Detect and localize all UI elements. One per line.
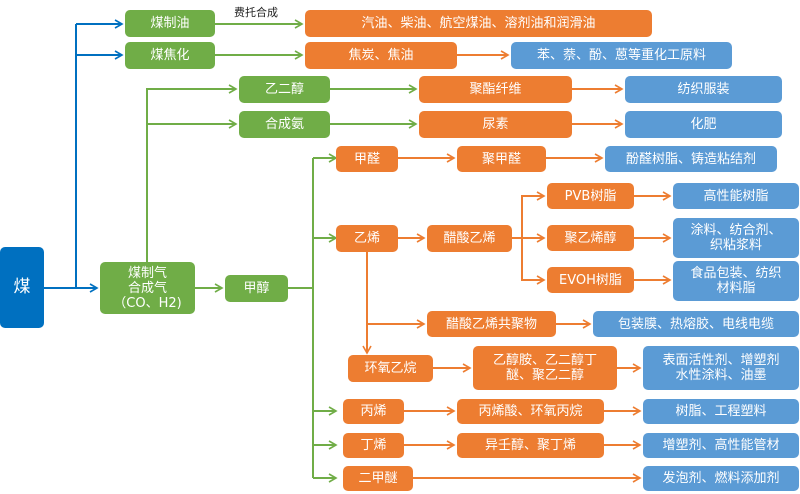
node-plasticizer[interactable]: 增塑剂、高性能管材 xyxy=(643,433,799,458)
node-fuels[interactable]: 汽油、柴油、航空煤油、溶剂油和润滑油 xyxy=(305,10,652,37)
node-urea[interactable]: 尿素 xyxy=(419,111,572,138)
node-heavy-chemicals[interactable]: 苯、萘、酚、蒽等重化工原料 xyxy=(511,42,732,69)
node-butene[interactable]: 丁烯 xyxy=(343,433,404,458)
node-ethylene[interactable]: 乙烯 xyxy=(336,225,398,252)
node-pvb[interactable]: PVB树脂 xyxy=(547,183,634,209)
edge-coal-trunk xyxy=(44,24,77,289)
node-surfactant[interactable]: 表面活性剂、增塑剂 水性涂料、油墨 xyxy=(643,346,799,390)
node-coal-to-oil[interactable]: 煤制油 xyxy=(125,10,215,37)
node-ammonia[interactable]: 合成氨 xyxy=(239,111,330,138)
node-propylene[interactable]: 丙烯 xyxy=(343,399,404,424)
node-formaldehyde[interactable]: 甲醛 xyxy=(336,146,398,172)
node-methanol[interactable]: 甲醇 xyxy=(225,275,288,302)
node-acrylic[interactable]: 丙烯酸、环氧丙烷 xyxy=(457,399,604,424)
node-fertilizer[interactable]: 化肥 xyxy=(625,111,782,138)
node-pva[interactable]: 聚乙烯醇 xyxy=(547,225,634,251)
node-foaming[interactable]: 发泡剂、燃料添加剂 xyxy=(643,466,799,491)
node-polyformaldehyde[interactable]: 聚甲醛 xyxy=(457,146,546,172)
edge-syngas-trunk xyxy=(146,84,238,262)
node-coal[interactable]: 煤 xyxy=(0,247,44,328)
node-hp-resin[interactable]: 高性能树脂 xyxy=(673,183,799,209)
node-coatings[interactable]: 涂料、纺合剂、 织粘浆料 xyxy=(673,218,799,258)
node-phenolic[interactable]: 酚醛树脂、铸造粘结剂 xyxy=(605,146,777,172)
node-ethanolamine[interactable]: 乙醇胺、乙二醇丁 醚、聚乙二醇 xyxy=(473,346,617,390)
node-syngas[interactable]: 煤制气 合成气 （CO、H2) xyxy=(100,262,195,314)
node-coke-tar[interactable]: 焦炭、焦油 xyxy=(305,42,457,69)
node-coking[interactable]: 煤焦化 xyxy=(125,42,215,69)
edge-va-trunk xyxy=(512,191,546,239)
node-isononanol[interactable]: 异壬醇、聚丁烯 xyxy=(457,433,604,458)
node-dme[interactable]: 二甲醚 xyxy=(343,466,413,491)
node-resin-plastic[interactable]: 树脂、工程塑料 xyxy=(643,399,799,424)
node-ethylene-glycol[interactable]: 乙二醇 xyxy=(239,76,330,103)
node-evoh[interactable]: EVOH树脂 xyxy=(547,267,634,293)
node-food-packaging[interactable]: 食品包装、纺织 材料脂 xyxy=(673,261,799,301)
node-va-copolymer[interactable]: 醋酸乙烯共聚物 xyxy=(427,311,556,337)
node-vinyl-acetate[interactable]: 醋酸乙烯 xyxy=(427,225,512,252)
node-textile[interactable]: 纺织服装 xyxy=(625,76,782,103)
node-polyester[interactable]: 聚酯纤维 xyxy=(419,76,572,103)
node-packaging-film[interactable]: 包装膜、热熔胶、电线电缆 xyxy=(593,311,799,337)
node-ethylene-oxide[interactable]: 环氧乙烷 xyxy=(348,355,433,382)
edge-label-fischer-tropsch: 费托合成 xyxy=(234,6,278,19)
edge-va-to-evoh xyxy=(521,238,546,285)
